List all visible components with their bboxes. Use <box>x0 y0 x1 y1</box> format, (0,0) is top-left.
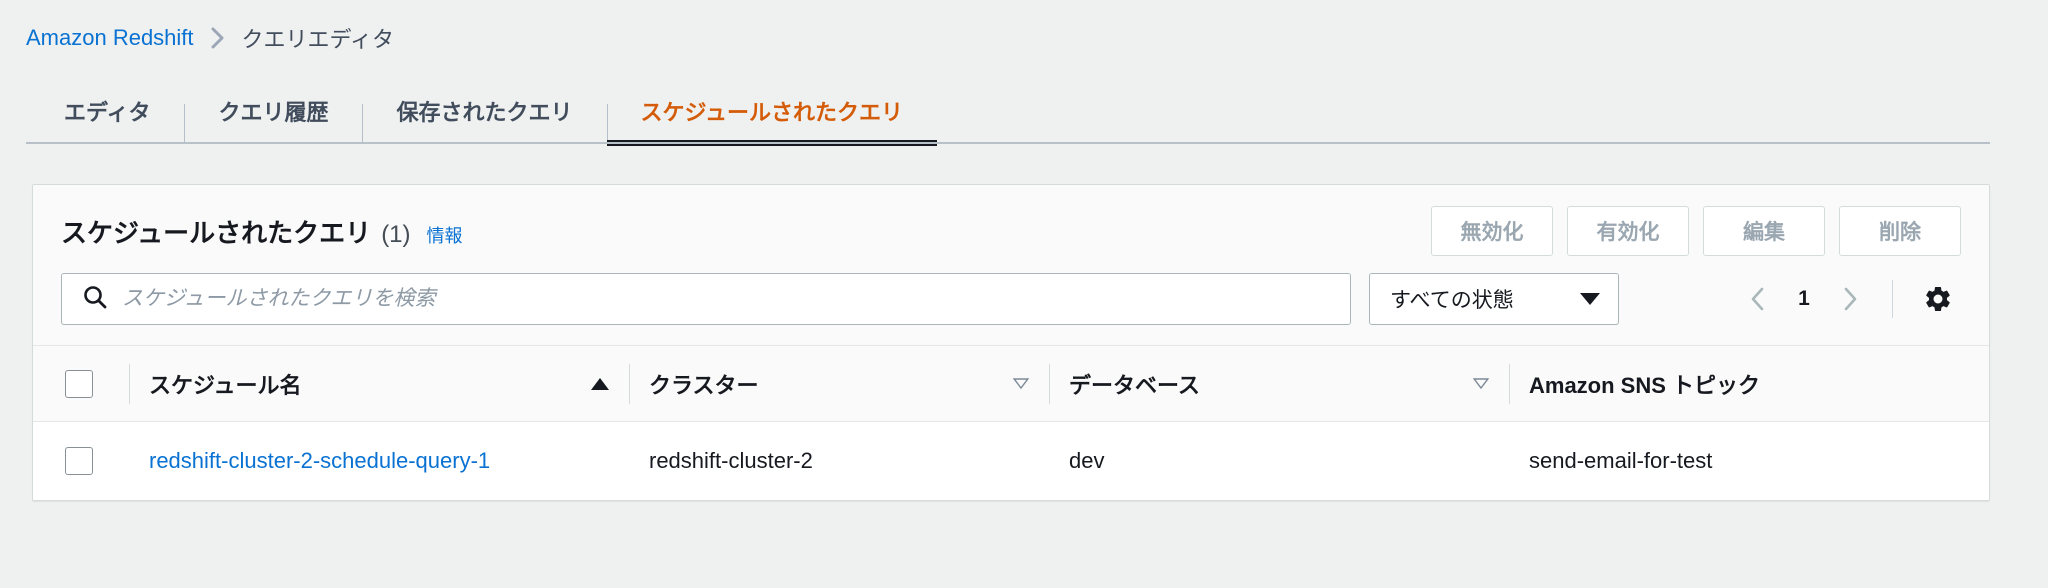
panel-actions: 無効化 有効化 編集 削除 <box>1431 206 1961 256</box>
chevron-right-icon-pagination[interactable] <box>1826 275 1874 323</box>
pagination: 1 <box>1710 275 1961 323</box>
pagination-divider <box>1892 280 1893 318</box>
breadcrumb-link-root[interactable]: Amazon Redshift <box>26 25 194 50</box>
breadcrumb: Amazon Redshift クエリエディタ <box>0 0 2048 52</box>
select-all-header <box>33 346 129 422</box>
status-filter-value: すべての状態 <box>1390 289 1514 312</box>
chevron-right-icon <box>208 25 228 51</box>
tab-bar: エディタ クエリ履歴 保存されたクエリ スケジュールされたクエリ <box>0 74 2048 146</box>
table-head: スケジュール名 クラスター <box>33 345 1989 422</box>
search-input[interactable] <box>120 274 1336 324</box>
scheduled-queries-table: スケジュール名 クラスター <box>33 345 1989 500</box>
tab-saved-queries-label: 保存されたクエリ <box>396 100 573 125</box>
panel-header: スケジュールされたクエリ (1) 情報 無効化 有効化 編集 削除 <box>33 185 1989 345</box>
column-header-cluster-label: クラスター <box>649 372 759 398</box>
column-header-database[interactable]: データベース <box>1049 346 1509 422</box>
table-row[interactable]: redshift-cluster-2-schedule-query-1 reds… <box>33 421 1989 500</box>
cell-cluster: redshift-cluster-2 <box>649 447 813 473</box>
panel-title-group: スケジュールされたクエリ (1) 情報 <box>61 213 463 250</box>
search-box[interactable] <box>61 273 1351 325</box>
gear-icon[interactable] <box>1915 276 1961 322</box>
table-body: redshift-cluster-2-schedule-query-1 reds… <box>33 421 1989 500</box>
column-header-schedule-name-label: スケジュール名 <box>149 372 302 398</box>
edit-button[interactable]: 編集 <box>1703 206 1825 256</box>
tab-editor-label: エディタ <box>64 100 151 125</box>
panel-item-count: (1) <box>381 220 411 248</box>
tab-scheduled-queries-label: スケジュールされたクエリ <box>640 100 903 125</box>
page-title: スケジュールされたクエリ <box>61 217 372 248</box>
cell-sns-topic: send-email-for-test <box>1529 447 1713 473</box>
column-header-cluster[interactable]: クラスター <box>629 346 1049 422</box>
chevron-down-icon <box>1580 293 1600 305</box>
tab-scheduled-queries[interactable]: スケジュールされたクエリ <box>606 100 938 146</box>
column-header-schedule-name[interactable]: スケジュール名 <box>129 346 629 422</box>
cell-schedule-name: redshift-cluster-2-schedule-query-1 <box>129 422 629 500</box>
scheduled-queries-panel: スケジュールされたクエリ (1) 情報 無効化 有効化 編集 削除 <box>32 184 1990 501</box>
tab-saved-queries[interactable]: 保存されたクエリ <box>362 102 606 146</box>
row-select-cell <box>33 422 129 500</box>
delete-button[interactable]: 削除 <box>1839 206 1961 256</box>
sort-ascending-icon <box>591 377 609 390</box>
sort-inactive-icon <box>1013 378 1029 389</box>
row-checkbox[interactable] <box>65 446 93 475</box>
filter-row: すべての状態 1 <box>61 273 1961 325</box>
status-filter-select[interactable]: すべての状態 <box>1369 273 1619 325</box>
tab-bar-divider <box>26 142 1990 144</box>
select-all-checkbox[interactable] <box>65 369 93 398</box>
info-link[interactable]: 情報 <box>426 225 463 246</box>
cell-database: dev <box>1069 447 1105 473</box>
sort-inactive-icon-database <box>1473 378 1489 389</box>
column-header-sns-topic: Amazon SNS トピック <box>1509 346 1989 422</box>
schedule-name-link[interactable]: redshift-cluster-2-schedule-query-1 <box>149 447 491 473</box>
search-icon <box>82 284 108 315</box>
column-header-database-label: データベース <box>1069 372 1200 398</box>
enable-button[interactable]: 有効化 <box>1567 206 1689 256</box>
table-header-row: スケジュール名 クラスター <box>33 345 1989 422</box>
pagination-page-1[interactable]: 1 <box>1798 287 1810 310</box>
chevron-left-icon[interactable] <box>1734 275 1782 323</box>
column-header-sns-topic-label: Amazon SNS トピック <box>1529 372 1761 398</box>
tab-query-history[interactable]: クエリ履歴 <box>184 102 362 146</box>
breadcrumb-current: クエリエディタ <box>241 27 394 52</box>
tab-editor[interactable]: エディタ <box>26 102 184 146</box>
tab-query-history-label: クエリ履歴 <box>218 100 329 125</box>
disable-button[interactable]: 無効化 <box>1431 206 1553 256</box>
